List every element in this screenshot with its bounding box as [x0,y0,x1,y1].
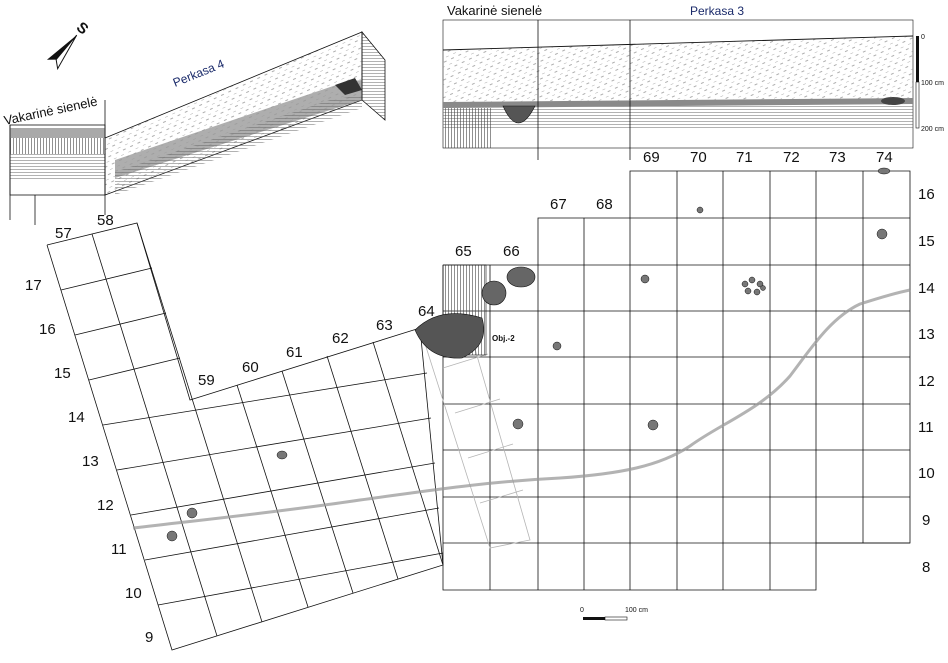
feature-posthole [166,530,178,542]
feature-posthole [552,341,562,351]
p4-col-63: 63 [376,317,393,334]
perkasa3-col-labels: 65 66 67 68 69 70 71 72 73 74 [455,149,893,260]
perkasa4-wall-label: Vakarinė sienelė [3,93,99,127]
feature-obj2 [414,313,485,359]
p3-col-68: 68 [596,196,613,213]
p3-col-65: 65 [455,243,472,260]
plan-scale-bar: 0 100 cm [580,607,648,621]
perkasa4-row-labels: 17 16 15 14 13 12 11 10 9 [25,277,153,646]
feature-posthole [512,418,524,430]
overlay-faint-grid [419,313,531,549]
perkasa4-grid [46,222,444,651]
p3-row-8: 8 [922,559,930,576]
p3-row-13: 13 [918,326,935,343]
p4-col-57: 57 [55,225,72,242]
p4-row-13: 13 [82,453,99,470]
section-scale-100: 100 cm [921,80,944,87]
p4-row-10: 10 [125,585,142,602]
p4-col-59: 59 [198,372,215,389]
p3-col-69: 69 [643,149,660,166]
perkasa3-grid [442,170,911,591]
p3-col-67: 67 [550,196,567,213]
p3-col-71: 71 [736,149,753,166]
p3-row-11: 11 [918,419,934,436]
plan-scale-100: 100 cm [625,607,648,614]
p4-row-17: 17 [25,277,42,294]
perkasa3-row-labels: 16 15 14 13 12 11 10 9 8 [918,186,935,576]
perkasa3-section: Vakarinė sienelė Perkasa 3 0 100 cm 200 … [442,3,944,160]
feature-posthole [877,167,891,175]
feature-posthole [696,206,704,214]
feature-posthole [640,274,650,284]
p3-col-72: 72 [783,149,800,166]
p4-col-64: 64 [418,303,435,320]
p4-col-58: 58 [97,212,114,229]
p4-row-12: 12 [97,497,114,514]
feature-stone-cluster [741,276,766,296]
boundary-line [132,288,911,530]
perkasa4-col-labels: 57 58 59 60 61 62 63 64 [55,212,435,389]
p4-col-62: 62 [332,330,349,347]
section-scale-200: 200 cm [921,126,944,133]
section-scale-bar: 0 100 cm 200 cm [915,34,944,133]
p3-col-74: 74 [876,149,893,166]
feature-pit [481,280,507,306]
feature-pit [506,266,536,288]
p3-col-70: 70 [690,149,707,166]
feature-posthole [186,507,198,519]
perkasa3-wall-label: Vakarinė sienelė [447,3,542,18]
svg-text:S: S [73,19,92,38]
perkasa3-title: Perkasa 3 [690,4,744,18]
p3-row-12: 12 [918,373,935,390]
p4-row-16: 16 [39,321,56,338]
section-scale-0: 0 [921,34,925,41]
feature-posthole [276,450,288,460]
p3-row-16: 16 [918,186,935,203]
p3-col-73: 73 [829,149,846,166]
p4-row-11: 11 [111,541,127,558]
p3-col-66: 66 [503,243,520,260]
feature-posthole [876,228,888,240]
p3-row-14: 14 [918,280,935,297]
feature-posthole [647,419,659,431]
plan-scale-0: 0 [580,607,584,614]
p3-row-9: 9 [922,512,930,529]
perkasa4-title: Perkasa 4 [171,56,227,89]
north-arrow-icon: S [46,19,92,71]
object-label: Obj.-2 [492,334,515,343]
archaeological-features [166,167,891,542]
p4-col-61: 61 [286,344,303,361]
p4-row-9: 9 [145,629,153,646]
p3-row-10: 10 [918,465,935,482]
p4-col-60: 60 [242,359,259,376]
p4-row-15: 15 [54,365,71,382]
p4-row-14: 14 [68,409,85,426]
p3-row-15: 15 [918,233,935,250]
